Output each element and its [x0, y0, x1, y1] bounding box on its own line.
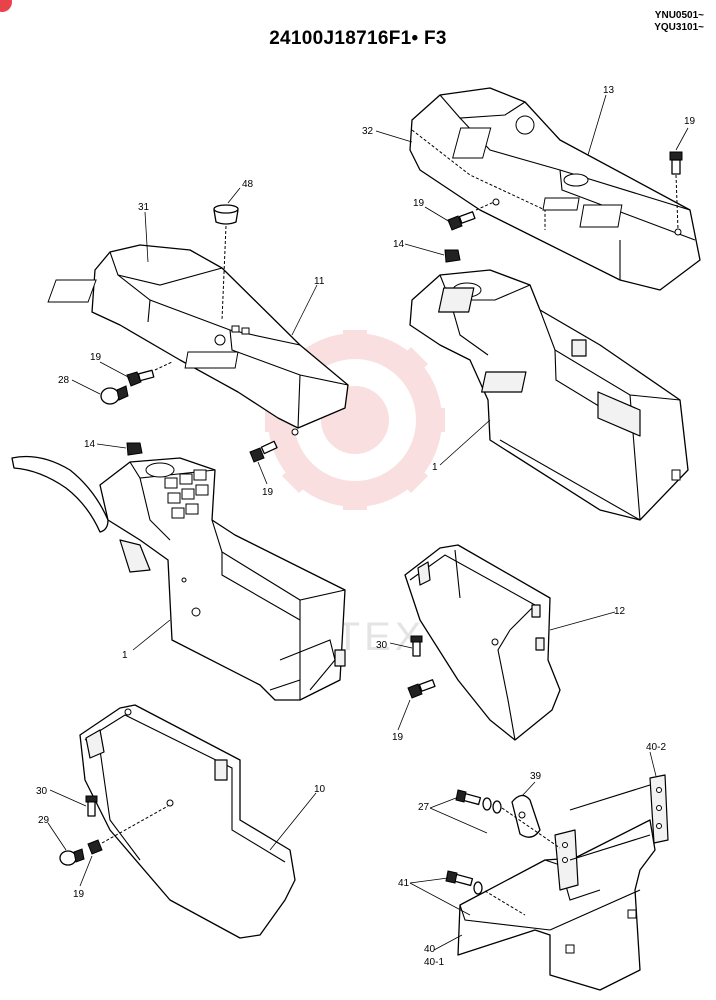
- part-39-clip: [511, 794, 541, 838]
- callout-32: 32: [362, 126, 374, 137]
- callout-10: 10: [314, 784, 326, 795]
- leader-lines: [47, 94, 689, 951]
- callout-40: 40: [424, 944, 436, 955]
- callout-13: 13: [603, 85, 615, 96]
- callout-19c: 19: [684, 116, 696, 127]
- callout-39: 39: [530, 771, 542, 782]
- part-1-frame-right: [409, 269, 689, 521]
- callout-19b: 19: [262, 487, 274, 498]
- corner-badge-icon: [0, 0, 12, 12]
- callout-28: 28: [58, 375, 70, 386]
- callout-14a: 14: [84, 439, 96, 450]
- serial-range-1: YNU0501~: [654, 10, 704, 21]
- part-12-side-panel: [404, 544, 561, 741]
- callout-labels: 48 31 11 19 28 14 19 1 32 13 19 19 14 1 …: [36, 85, 696, 968]
- callout-31: 31: [138, 202, 150, 213]
- part-40-bracket-assembly: [457, 774, 669, 991]
- callout-41: 41: [398, 878, 410, 889]
- callout-12: 12: [614, 606, 626, 617]
- callout-11: 11: [314, 276, 325, 287]
- callout-19e: 19: [392, 732, 404, 743]
- callout-19d: 19: [413, 198, 425, 209]
- callout-19f: 19: [73, 889, 85, 900]
- part-13-console-cover: [409, 87, 701, 291]
- part-1-frame-left: [11, 455, 346, 701]
- callout-40-1: 40-1: [424, 957, 444, 968]
- callout-30a: 30: [376, 640, 388, 651]
- callout-48: 48: [242, 179, 254, 190]
- callout-14b: 14: [393, 239, 405, 250]
- part-11-console-cover: [47, 244, 349, 436]
- callout-30b: 30: [36, 786, 48, 797]
- fastener-bolts: [59, 151, 683, 916]
- callout-1b: 1: [432, 462, 438, 473]
- part-48-cap: [213, 204, 239, 321]
- callout-27: 27: [418, 802, 430, 813]
- part-10-side-panel: [79, 704, 296, 939]
- callout-40-2: 40-2: [646, 742, 666, 753]
- callout-19a: 19: [90, 352, 102, 363]
- callout-1a: 1: [122, 650, 128, 661]
- callout-29: 29: [38, 815, 50, 826]
- page-title: 24100J18716F1• F3: [269, 28, 447, 49]
- serial-range-2: YQU3101~: [654, 22, 704, 33]
